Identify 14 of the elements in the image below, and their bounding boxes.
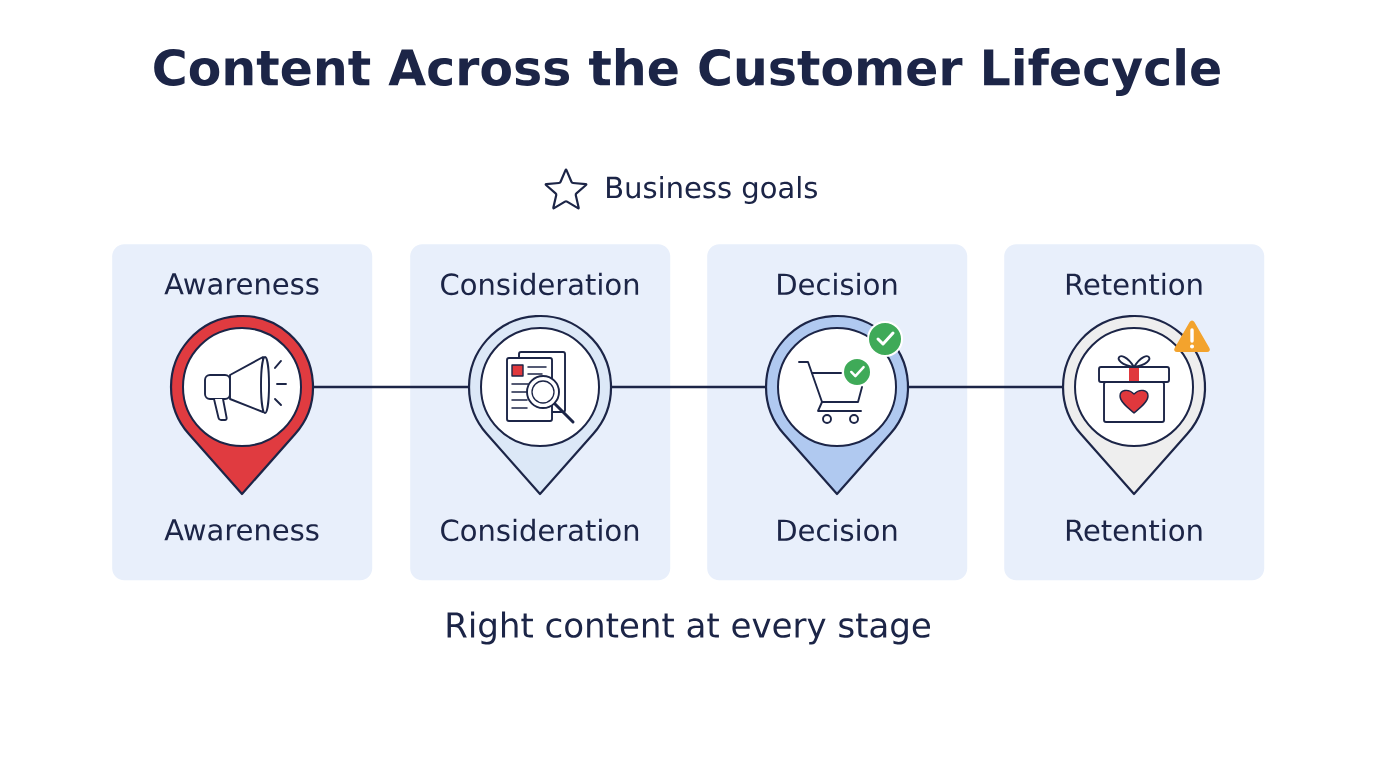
connector-line: [313, 385, 469, 389]
connector-line: [611, 385, 766, 389]
stage-name: Decision: [778, 518, 897, 542]
stage-name: Retention: [1066, 518, 1202, 542]
connector-line: [908, 385, 1063, 389]
title: Content Across the Customer Lifecycle: [154, 48, 1220, 96]
label-text: Right content at every stage: [447, 611, 930, 645]
stage-name: Decision: [778, 272, 897, 296]
stage-name: Awareness: [164, 519, 319, 541]
stage-name: Awareness: [164, 273, 319, 295]
stage-name: Consideration: [441, 272, 639, 296]
label-text: Business goals: [607, 175, 817, 204]
stage-name: Consideration: [441, 518, 639, 542]
stage-name: Retention: [1066, 272, 1202, 296]
